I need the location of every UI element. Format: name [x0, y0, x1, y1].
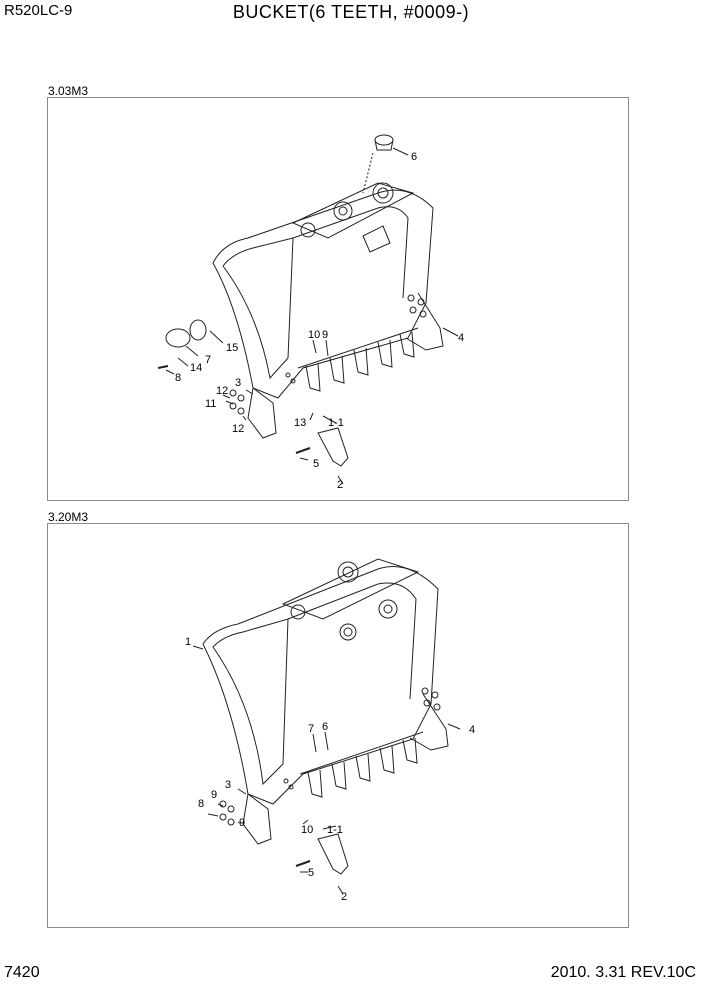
callout-9: 9: [322, 329, 328, 341]
callout-2: 2: [337, 479, 343, 491]
bucket-drawing-2: 1 4 7 6 3 9 8 9 10 1-1 5 2: [185, 558, 475, 903]
panel-label-1: 3.03M3: [48, 84, 89, 98]
panel-label-2: 3.20M3: [48, 510, 89, 524]
callout-1-1: 1-1: [328, 417, 344, 429]
callout-15: 15: [226, 342, 238, 354]
callout-9b: 9: [239, 817, 245, 829]
callout-10: 10: [308, 329, 320, 341]
callout-13: 13: [294, 417, 306, 429]
callout-12b: 12: [232, 423, 244, 435]
callout-9a: 9: [211, 789, 217, 801]
callout-4: 4: [458, 332, 464, 344]
callout-8: 8: [175, 372, 181, 384]
callout-7: 7: [205, 354, 211, 366]
page-number: 7420: [4, 964, 40, 981]
callout-14: 14: [190, 362, 202, 374]
diagram-panel-2: 1 4 7 6 3 9 8 9 10 1-1 5 2: [47, 523, 629, 928]
page-title: BUCKET(6 TEETH, #0009-): [232, 2, 470, 22]
callout-4: 4: [469, 724, 475, 736]
callout-5: 5: [308, 867, 314, 879]
bucket-drawing-1: 6 4 10 9 15 7 14 8 3 12 11 12 13 1-1 5 2: [157, 134, 464, 491]
callout-12a: 12: [216, 385, 228, 397]
revision-date: 2010. 3.31 REV.10C: [550, 964, 696, 981]
model-code: R520LC-9: [4, 2, 73, 19]
callout-6: 6: [322, 721, 328, 733]
callout-2: 2: [341, 891, 347, 903]
callout-11: 11: [205, 398, 216, 410]
callout-3: 3: [235, 377, 241, 389]
callout-8: 8: [198, 798, 204, 810]
callout-10: 10: [301, 824, 313, 836]
callout-1-1: 1-1: [327, 824, 343, 836]
callout-6: 6: [411, 151, 417, 163]
callout-5: 5: [313, 458, 319, 470]
callout-1: 1: [185, 636, 191, 648]
diagram-panel-1: 6 4 10 9 15 7 14 8 3 12 11 12 13 1-1 5 2: [47, 97, 629, 501]
callout-7: 7: [308, 723, 314, 735]
callout-3: 3: [225, 779, 231, 791]
